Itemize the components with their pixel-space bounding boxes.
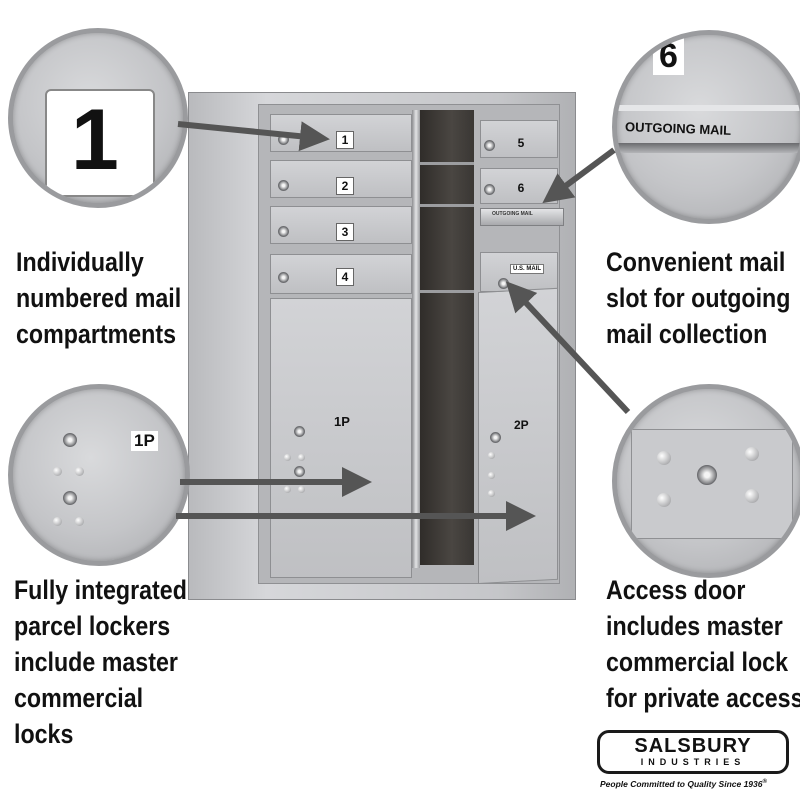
lock-icon bbox=[484, 140, 495, 151]
parcel-label-2p: 2P bbox=[514, 418, 529, 432]
interior-shelf bbox=[418, 204, 474, 207]
feature-line: commercial lock bbox=[606, 647, 788, 677]
rivet-icon bbox=[284, 486, 291, 493]
feature-line: commercial bbox=[14, 683, 144, 713]
compartment-number-6: 6 bbox=[517, 181, 525, 195]
compartment-number-3: 3 bbox=[336, 223, 354, 241]
callout-parcel-locker: 1P bbox=[8, 384, 190, 566]
rivet-icon bbox=[488, 490, 495, 497]
callout-outgoing-mail: 6 OUTGOING MAIL bbox=[612, 30, 800, 224]
rivet-icon bbox=[488, 472, 495, 479]
lock-icon bbox=[278, 272, 289, 283]
callout-compartment-number: 1 bbox=[8, 28, 188, 208]
lock-icon bbox=[484, 184, 495, 195]
compartment-number-5: 5 bbox=[517, 136, 525, 150]
feature-access-door: Access door includes master commercial l… bbox=[606, 572, 800, 716]
slot-label: OUTGOING MAIL bbox=[492, 211, 533, 217]
open-compartment-interior bbox=[418, 110, 474, 565]
feature-line: Fully integrated bbox=[14, 575, 187, 605]
mailbox-unit: 1 2 3 4 1P 5 6 OUTGOING MAIL U.S. MAIL 2… bbox=[188, 92, 576, 600]
rivet-icon bbox=[284, 454, 291, 461]
number-plate-6: 6 bbox=[653, 37, 684, 75]
feature-line: numbered mail bbox=[16, 283, 182, 313]
rivet-icon bbox=[657, 493, 671, 507]
parcel-plate: 1P bbox=[131, 431, 158, 451]
registered-mark: ® bbox=[762, 779, 767, 785]
feature-mail-slot: Convenient mail slot for outgoing mail c… bbox=[606, 244, 790, 352]
feature-line: Access door bbox=[606, 575, 746, 605]
open-door-edge bbox=[412, 110, 420, 568]
outgoing-mail-slot bbox=[480, 208, 564, 226]
arrow-to-mail-slot bbox=[542, 147, 616, 204]
lock-icon bbox=[490, 432, 501, 443]
access-door-label: U.S. MAIL bbox=[510, 264, 544, 274]
compartment-number-4: 4 bbox=[336, 268, 354, 286]
compartment-door-5 bbox=[480, 120, 558, 158]
logo-subname: INDUSTRIES bbox=[640, 757, 746, 767]
feature-line: Convenient mail bbox=[606, 247, 786, 277]
arrow-to-access-door bbox=[505, 281, 631, 415]
door-panel bbox=[631, 429, 793, 539]
rivet-icon bbox=[657, 451, 671, 465]
feature-line: include master bbox=[14, 647, 178, 677]
lock-icon bbox=[278, 180, 289, 191]
feature-line: mail collection bbox=[606, 319, 768, 349]
rivet-icon bbox=[298, 454, 305, 461]
interior-shelf bbox=[418, 290, 474, 293]
feature-line: slot for outgoing bbox=[606, 283, 791, 313]
number-plate-text: 1 bbox=[71, 92, 119, 188]
logo-tagline: People Committed to Quality Since 1936® bbox=[600, 779, 767, 789]
rivet-icon bbox=[75, 467, 84, 476]
slot-edge bbox=[617, 105, 800, 111]
feature-parcel-lockers: Fully integrated parcel lockers include … bbox=[14, 572, 187, 752]
number-plate bbox=[45, 89, 155, 197]
rivet-icon bbox=[488, 452, 495, 459]
rivet-icon bbox=[53, 467, 62, 476]
lock-icon bbox=[63, 433, 77, 447]
compartment-number-2: 2 bbox=[336, 177, 354, 195]
lock-icon bbox=[278, 226, 289, 237]
feature-line: for private access bbox=[606, 683, 800, 713]
salsbury-logo: SALSBURY INDUSTRIES bbox=[597, 730, 789, 774]
arrow-to-compartment bbox=[177, 121, 330, 152]
rivet-icon bbox=[745, 447, 759, 461]
logo-name: SALSBURY bbox=[634, 735, 752, 757]
rivet-icon bbox=[298, 486, 305, 493]
feature-line: Individually bbox=[16, 247, 144, 277]
parcel-label-1p: 1P bbox=[334, 414, 350, 429]
lock-icon bbox=[294, 466, 305, 477]
parcel-locker-1p bbox=[270, 298, 412, 578]
slot-shadow bbox=[617, 143, 800, 153]
feature-numbered-compartments: Individually numbered mail compartments bbox=[16, 244, 181, 352]
rivet-icon bbox=[53, 517, 62, 526]
lock-icon bbox=[294, 426, 305, 437]
lock-icon bbox=[63, 491, 77, 505]
callout-access-door bbox=[612, 384, 800, 578]
master-lock-icon bbox=[697, 465, 717, 485]
feature-line: compartments bbox=[16, 319, 177, 349]
interior-shelf bbox=[418, 162, 474, 165]
rivet-icon bbox=[745, 489, 759, 503]
feature-line: parcel lockers bbox=[14, 611, 171, 641]
feature-line: locks bbox=[14, 719, 74, 749]
tagline-text: People Committed to Quality Since 1936 bbox=[600, 779, 763, 789]
compartment-number-1: 1 bbox=[336, 131, 354, 149]
rivet-icon bbox=[75, 517, 84, 526]
feature-line: includes master bbox=[606, 611, 783, 641]
